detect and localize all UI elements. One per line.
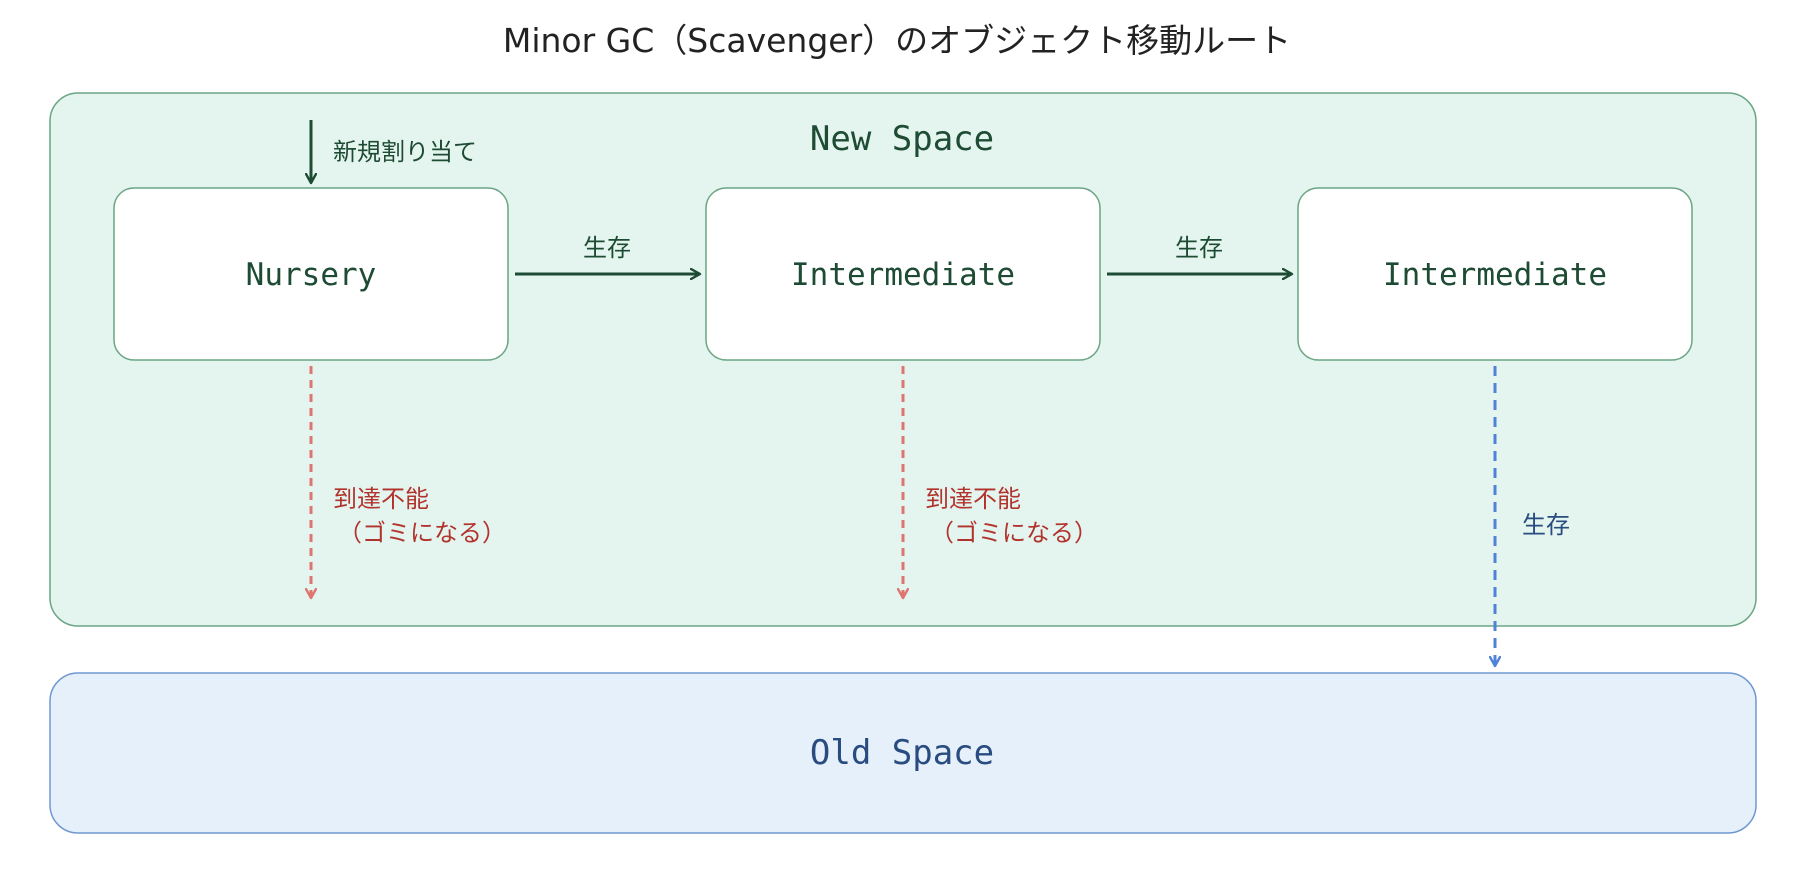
diagram-title: Minor GC（Scavenger）のオブジェクト移動ルート	[503, 21, 1291, 60]
nursery-label: Nursery	[246, 257, 377, 293]
new-space-label: New Space	[810, 119, 994, 159]
survive-label-2: 生存	[1175, 234, 1223, 262]
intermediate-label-2: Intermediate	[1383, 257, 1607, 293]
old-space-label: Old Space	[810, 733, 994, 773]
garbage-label-nursery-line2: （ゴミになる）	[338, 519, 506, 547]
intermediate-label-1: Intermediate	[791, 257, 1015, 293]
intermediate-node-1	[705, 187, 1101, 361]
intermediate-node-2	[1297, 187, 1693, 361]
garbage-label-nursery-line1: 到達不能	[333, 485, 429, 513]
survive-label-1: 生存	[583, 234, 631, 262]
old-space-region	[49, 672, 1757, 834]
allocation-label: 新規割り当て	[333, 138, 477, 166]
garbage-label-intermediate-line2: （ゴミになる）	[930, 519, 1098, 547]
garbage-label-intermediate-line1: 到達不能	[925, 485, 1021, 513]
nursery-node	[113, 187, 509, 361]
promote-label: 生存	[1522, 511, 1570, 539]
